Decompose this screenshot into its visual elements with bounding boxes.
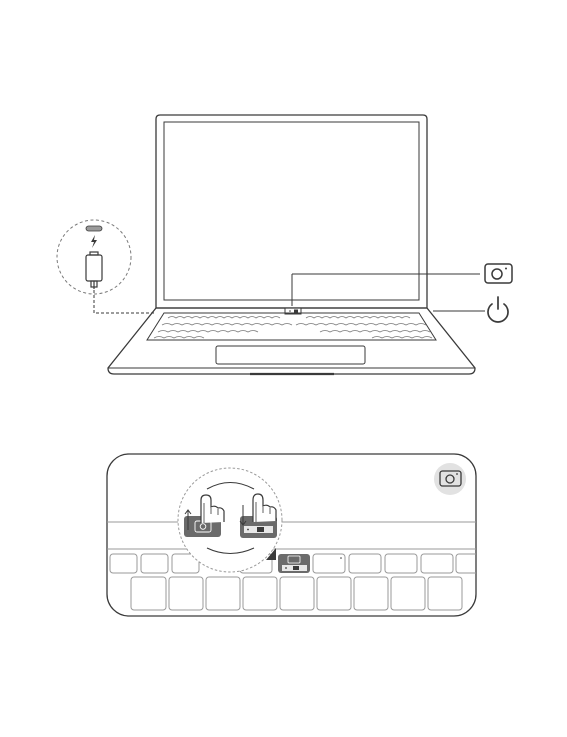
camera-icon [485,264,512,283]
operation-magnifier [178,468,282,572]
camera-indicator [434,463,466,495]
laptop [108,115,475,374]
touchpad [216,346,365,364]
usb-c-port-icon [86,226,102,231]
lightning-icon [91,235,97,248]
power-icon [488,297,508,322]
camera-key-highlight [278,554,310,573]
power-callout [433,297,508,322]
keyboard-magnified-panel [107,454,488,616]
charger-callout [57,220,154,313]
laptop-screen [164,122,419,300]
panel-frame [107,454,476,616]
charger-leader-line [94,290,154,313]
keyboard-keys [154,317,432,339]
usb-c-plug-icon [86,252,102,289]
